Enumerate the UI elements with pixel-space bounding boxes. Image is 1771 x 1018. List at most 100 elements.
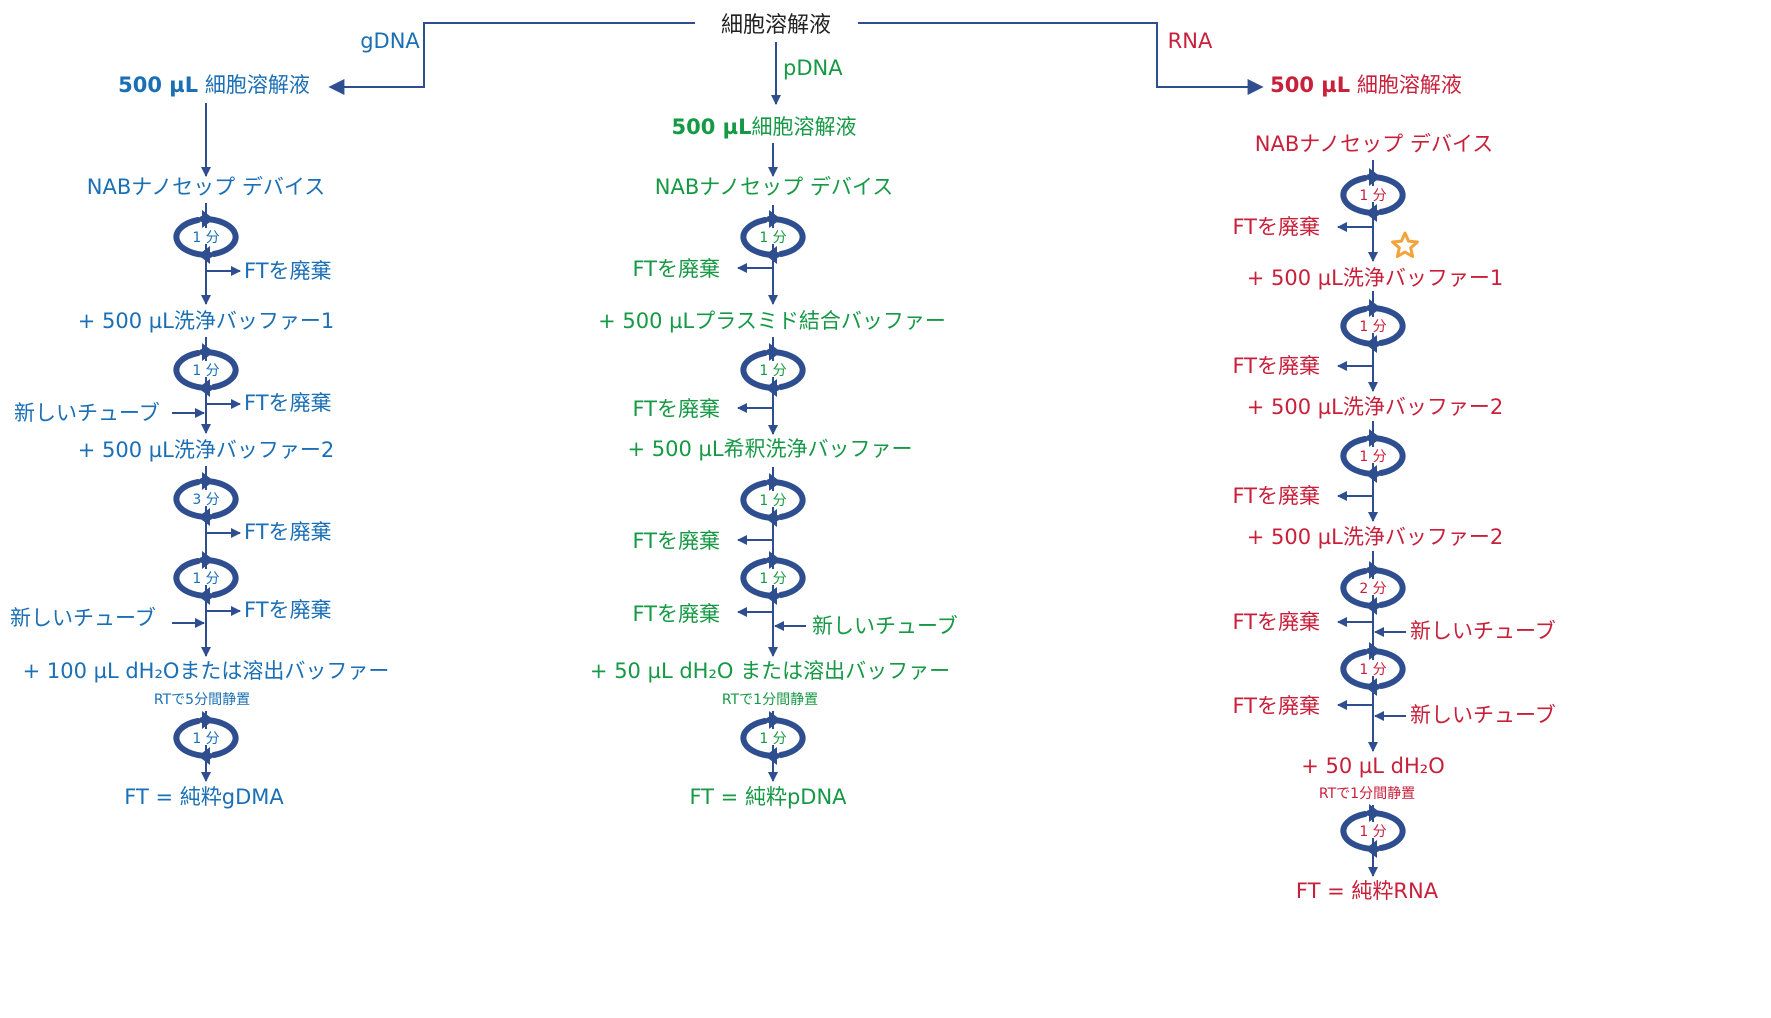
spin-time-label: 3 分 bbox=[192, 492, 219, 508]
spin-arc-left bbox=[740, 558, 780, 600]
spin-arrowhead-bottom bbox=[198, 587, 210, 605]
rna-wash-2a: + 500 µL洗浄バッファー2 bbox=[1247, 395, 1503, 419]
rna-discard-5: FTを廃棄 bbox=[1232, 694, 1320, 718]
spin-arc-left bbox=[173, 479, 213, 521]
spin-arc-right bbox=[1366, 173, 1406, 215]
spin-label-bg bbox=[1358, 447, 1388, 463]
spin-arc-left bbox=[740, 217, 780, 259]
spin-arc-left bbox=[740, 350, 780, 392]
spin-label-bg bbox=[758, 729, 788, 745]
pdna-incubate: RTで1分間静置 bbox=[722, 692, 818, 708]
spin-arrowhead-top bbox=[202, 210, 214, 228]
spin-label-bg bbox=[1358, 822, 1388, 838]
spin-arc-right bbox=[766, 716, 806, 758]
spin-arc-left bbox=[1340, 811, 1380, 853]
spin-time-label: 1 分 bbox=[192, 571, 219, 587]
spin-time-label: 1 分 bbox=[759, 571, 786, 587]
spin-arc-right bbox=[1366, 647, 1406, 689]
spin-arrowhead-bottom bbox=[1365, 678, 1377, 696]
rna-result: FT = 純粋RNA bbox=[1296, 879, 1439, 903]
spin-arrowhead-bottom bbox=[765, 379, 777, 397]
pdna-spin-5: 1 分 bbox=[740, 711, 806, 765]
root-connectors bbox=[328, 22, 1264, 105]
gdna-column: 500 µL 細胞溶解液 NABナノセップ デバイス 1 分 FTを廃棄 + 5… bbox=[10, 73, 389, 809]
spin-label-bg bbox=[758, 569, 788, 585]
spin-arc-right bbox=[199, 348, 239, 390]
branch-label-gdna: gDNA bbox=[360, 29, 420, 53]
spin-time-label: 1 分 bbox=[1359, 824, 1386, 840]
spin-arc-right bbox=[766, 215, 806, 257]
rna-wash-1: + 500 µL洗浄バッファー1 bbox=[1247, 266, 1503, 290]
gdna-discard-2: FTを廃棄 bbox=[244, 391, 332, 415]
spin-arc-left bbox=[740, 480, 780, 522]
gdna-start-label: 500 µL 細胞溶解液 bbox=[118, 73, 310, 97]
rna-spin-1: 1 分 bbox=[1340, 168, 1406, 222]
spin-arc-left bbox=[1340, 306, 1380, 348]
rna-spin-4: 2 分 bbox=[1340, 561, 1406, 615]
gdna-discard-1: FTを廃棄 bbox=[244, 259, 332, 283]
spin-arc-left bbox=[173, 350, 213, 392]
root-label: 細胞溶解液 bbox=[721, 13, 831, 38]
gdna-spin-4: 1 分 bbox=[173, 551, 239, 605]
spin-arrowhead-top bbox=[1369, 429, 1381, 447]
spin-arrowhead-bottom bbox=[1365, 465, 1377, 483]
branch-label-pdna: pDNA bbox=[783, 56, 843, 80]
rna-new-tube-1: 新しいチューブ bbox=[1410, 619, 1556, 643]
pdna-spin-2: 1 分 bbox=[740, 343, 806, 397]
rna-discard-4: FTを廃棄 bbox=[1232, 610, 1320, 634]
spin-arc-right bbox=[1366, 809, 1406, 851]
pdna-device-label: NABナノセップ デバイス bbox=[655, 175, 893, 199]
pdna-discard-2: FTを廃棄 bbox=[632, 397, 720, 421]
gdna-elute: + 100 µL dH₂Oまたは溶出バッファー bbox=[23, 659, 390, 683]
spin-arc-left bbox=[1340, 436, 1380, 478]
spin-arc-right bbox=[199, 477, 239, 519]
spin-label-bg bbox=[191, 729, 221, 745]
connector-to-gdna bbox=[328, 22, 695, 95]
spin-label-bg bbox=[191, 228, 221, 244]
spin-arrowhead-bottom bbox=[198, 747, 210, 765]
rna-discard-3: FTを廃棄 bbox=[1232, 484, 1320, 508]
spin-arc-right bbox=[766, 478, 806, 520]
spin-arrowhead-top bbox=[202, 472, 214, 490]
gdna-spin-3: 3 分 bbox=[173, 472, 239, 526]
star-outline-icon bbox=[1391, 231, 1419, 258]
pdna-discard-3: FTを廃棄 bbox=[632, 529, 720, 553]
spin-label-bg bbox=[191, 569, 221, 585]
gdna-spin-1: 1 分 bbox=[173, 210, 239, 264]
spin-time-label: 1 分 bbox=[1359, 319, 1386, 335]
spin-arrowhead-top bbox=[202, 551, 214, 569]
rna-spin-2: 1 分 bbox=[1340, 299, 1406, 353]
spin-label-bg bbox=[1358, 579, 1388, 595]
gdna-wash-1: + 500 µL洗浄バッファー1 bbox=[78, 309, 334, 333]
spin-time-label: 1 分 bbox=[759, 363, 786, 379]
pdna-result: FT = 純粋pDNA bbox=[689, 785, 847, 809]
connector-to-rna bbox=[858, 22, 1264, 95]
pdna-spin-4: 1 分 bbox=[740, 551, 806, 605]
gdna-new-tube-1: 新しいチューブ bbox=[14, 401, 160, 425]
spin-label-bg bbox=[191, 361, 221, 377]
spin-arrowhead-bottom bbox=[198, 379, 210, 397]
spin-label-bg bbox=[1358, 660, 1388, 676]
spin-arc-right bbox=[199, 556, 239, 598]
spin-arc-left bbox=[173, 718, 213, 760]
rna-wash-2b: + 500 µL洗浄バッファー2 bbox=[1247, 525, 1503, 549]
spin-arrowhead-bottom bbox=[198, 508, 210, 526]
gdna-discard-4: FTを廃棄 bbox=[244, 598, 332, 622]
rna-new-tube-2: 新しいチューブ bbox=[1410, 703, 1556, 727]
spin-arrowhead-top bbox=[202, 711, 214, 729]
spin-time-label: 1 分 bbox=[1359, 662, 1386, 678]
pdna-elute: + 50 µL dH₂O または溶出バッファー bbox=[590, 659, 950, 683]
rna-elute: + 50 µL dH₂O bbox=[1301, 754, 1444, 778]
rna-column: 500 µL 細胞溶解液 NABナノセップ デバイス 1 分 FTを廃棄 + 5… bbox=[1232, 73, 1555, 903]
spin-arrowhead-bottom bbox=[1365, 840, 1377, 858]
rna-spin-3: 1 分 bbox=[1340, 429, 1406, 483]
spin-arc-right bbox=[199, 215, 239, 257]
spin-arrowhead-bottom bbox=[198, 246, 210, 264]
rna-incubate: RTで1分間静置 bbox=[1319, 786, 1415, 802]
star-outline-shape bbox=[1391, 231, 1419, 258]
spin-arc-right bbox=[1366, 304, 1406, 346]
spin-time-label: 1 分 bbox=[1359, 188, 1386, 204]
pdna-spin-1: 1 分 bbox=[740, 210, 806, 264]
